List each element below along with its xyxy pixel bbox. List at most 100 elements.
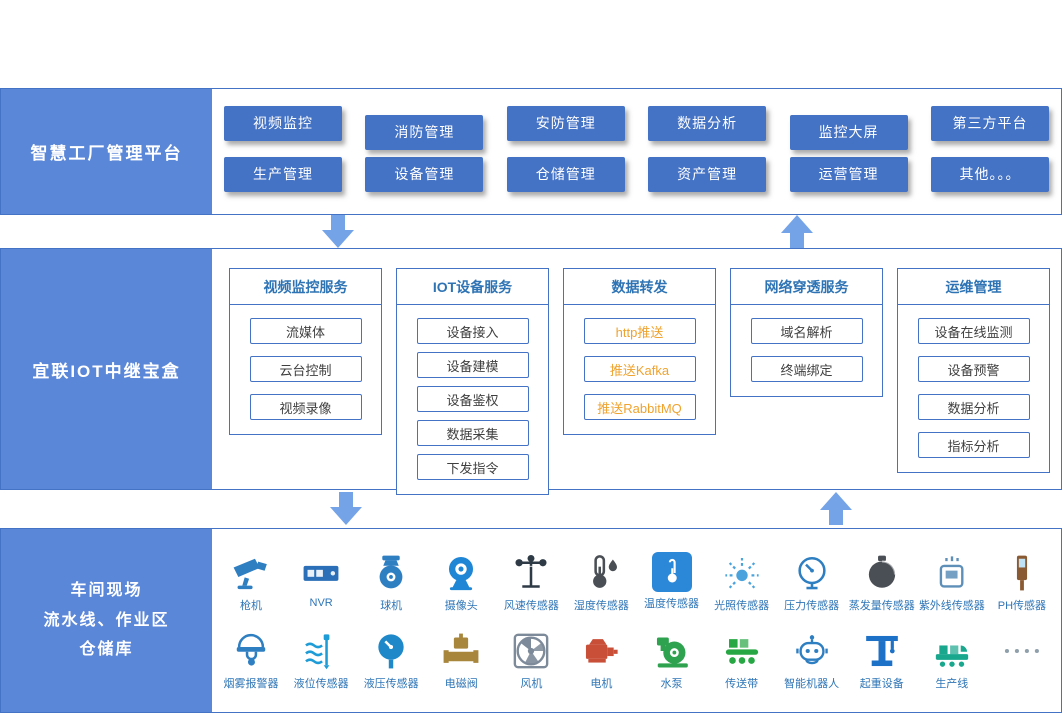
platform-title: 智慧工厂管理平台 [30, 144, 183, 163]
platform-module: 消防管理 [365, 114, 484, 150]
platform-modules-row-1: 视频监控消防管理安防管理数据分析监控大屏第三方平台 [224, 105, 1049, 150]
field-title-line-3: 仓储库 [79, 641, 134, 659]
device-label: 枪机 [240, 600, 263, 612]
service-item: 推送RabbitMQ [583, 394, 696, 420]
device-grid: 枪机 NVR 球机 摄像头 风速传感器 湿度传感器 温度传感器 光照传感器 压力传感器蒸发量传感… [212, 529, 1061, 712]
platform-module: 仓储管理 [506, 156, 625, 192]
flow-arrow-up-icon [781, 215, 813, 248]
field-layer: 车间现场 流水线、作业区 仓储库 枪机 NVR 球机 摄像头 风速传感器 湿度传感器 温度传… [0, 528, 1062, 713]
evaporation-sensor-icon [863, 552, 901, 594]
field-layer-sidebar: 车间现场 流水线、作业区 仓储库 [1, 529, 212, 712]
pump-icon [653, 630, 691, 672]
device-item: 蒸发量传感器 [847, 552, 917, 612]
device-item: 传送带 [707, 630, 777, 690]
platform-modules: 视频监控消防管理安防管理数据分析监控大屏第三方平台 生产管理设备管理仓储管理资产… [212, 89, 1061, 214]
device-item: 湿度传感器 [566, 552, 636, 612]
device-label: 液压传感器 [363, 678, 419, 690]
device-label: 球机 [380, 600, 403, 612]
service-item: 设备接入 [416, 318, 529, 344]
thermometer-icon [651, 552, 692, 592]
device-item: 摄像头 [426, 552, 496, 612]
service-item: 推送Kafka [583, 356, 696, 382]
device-item: NVR [286, 552, 356, 611]
service-column-title: 网络穿透服务 [731, 269, 882, 305]
device-label: 摄像头 [444, 600, 478, 612]
device-label: 压力传感器 [784, 600, 840, 612]
device-label: 风速传感器 [503, 600, 559, 612]
device-item: 生产线 [917, 630, 987, 690]
device-item: 温度传感器 [636, 552, 706, 611]
device-item: 风速传感器 [496, 552, 566, 612]
device-label: 电磁阀 [444, 678, 478, 690]
conveyor-icon [723, 630, 761, 672]
device-item: 风机 [496, 630, 566, 690]
device-item: 紫外线传感器 [917, 552, 987, 612]
hydraulic-gauge-icon [372, 630, 410, 672]
production-line-icon [933, 630, 971, 672]
device-label: NVR [309, 597, 333, 609]
device-label: 光照传感器 [714, 600, 770, 612]
device-item: 起重设备 [847, 630, 917, 690]
device-label: 湿度传感器 [573, 600, 629, 612]
service-item: 设备鉴权 [416, 386, 529, 412]
field-title-line-1: 车间现场 [70, 582, 143, 600]
device-label: 烟雾报警器 [223, 678, 279, 690]
service-item: 数据分析 [917, 394, 1030, 420]
gateway-layer-sidebar: 宜联IOT中继宝盒 [1, 249, 212, 489]
bullet-camera-icon [232, 552, 270, 594]
platform-layer: 智慧工厂管理平台 视频监控消防管理安防管理数据分析监控大屏第三方平台 生产管理设… [0, 88, 1062, 215]
platform-module: 生产管理 [224, 156, 342, 192]
flow-arrow-down-icon [330, 492, 362, 525]
device-item: PH传感器 [987, 552, 1057, 612]
service-column: 视频监控服务流媒体云台控制视频录像 [229, 268, 382, 435]
gateway-title: 宜联IOT中继宝盒 [32, 361, 181, 381]
platform-module: 资产管理 [648, 156, 767, 192]
nvr-icon [302, 552, 340, 594]
level-sensor-icon [302, 630, 340, 672]
device-item: 压力传感器 [777, 552, 847, 612]
device-item: 球机 [356, 552, 426, 612]
device-label: 温度传感器 [644, 598, 699, 610]
anemometer-icon [512, 552, 550, 594]
crane-icon [863, 630, 901, 672]
device-row-1: 枪机 NVR 球机 摄像头 风速传感器 湿度传感器 温度传感器 光照传感器 压力传感器蒸发量传感… [216, 552, 1057, 612]
service-item: 视频录像 [249, 394, 362, 420]
device-item: 电机 [566, 630, 636, 690]
device-item: 光照传感器 [707, 552, 777, 612]
service-item: 指标分析 [917, 432, 1030, 458]
device-label: 水泵 [660, 678, 683, 690]
dots-icon [1003, 630, 1041, 672]
device-item [987, 630, 1057, 689]
platform-modules-row-2: 生产管理设备管理仓储管理资产管理运营管理其他。。。 [224, 156, 1049, 192]
service-column-title: 运维管理 [898, 269, 1049, 305]
service-column-title: 数据转发 [564, 269, 715, 305]
light-sensor-icon [723, 552, 761, 594]
device-label: 蒸发量传感器 [848, 600, 915, 612]
service-item: 数据采集 [416, 420, 529, 446]
service-column: 运维管理设备在线监测设备预警数据分析指标分析 [897, 268, 1050, 473]
flow-arrow-down-icon [322, 215, 354, 248]
service-column-body: 域名解析终端绑定 [731, 305, 882, 396]
service-item: 设备建模 [416, 352, 529, 378]
device-label: 电机 [590, 678, 613, 690]
service-column: 网络穿透服务域名解析终端绑定 [730, 268, 883, 397]
service-column-body: 设备在线监测设备预警数据分析指标分析 [898, 305, 1049, 472]
device-label: 起重设备 [859, 678, 904, 690]
device-item: 智能机器人 [777, 630, 847, 690]
platform-module: 第三方平台 [930, 105, 1049, 141]
field-title-line-2: 流水线、作业区 [43, 611, 170, 629]
device-label: PH传感器 [997, 600, 1047, 612]
uv-sensor-icon [933, 552, 971, 594]
humidity-sensor-icon [582, 552, 620, 594]
device-label: 智能机器人 [784, 678, 840, 690]
device-label: 传送带 [725, 678, 759, 690]
service-column-body: 设备接入设备建模设备鉴权数据采集下发指令 [397, 305, 548, 494]
service-item: 云台控制 [249, 356, 362, 382]
platform-module: 运营管理 [789, 156, 908, 192]
device-item: 电磁阀 [426, 630, 496, 690]
service-column-title: IOT设备服务 [397, 269, 548, 305]
